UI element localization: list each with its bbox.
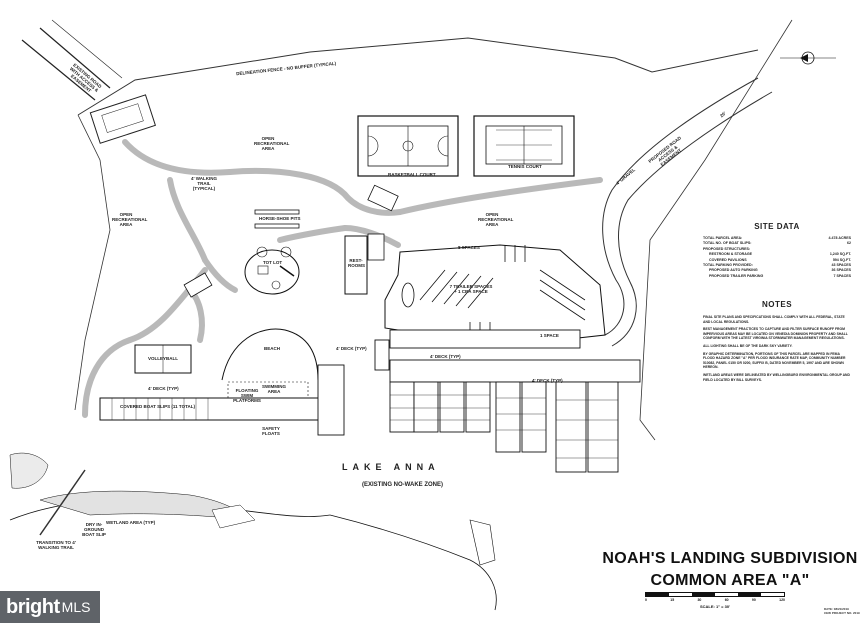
deck-label: 4' DECK (TYP) — [148, 386, 179, 391]
existing-shore-structure — [211, 504, 256, 529]
existing-road-edge — [51, 19, 123, 79]
scale-tick: 60 — [724, 598, 729, 602]
scale-tick: 30 — [697, 598, 702, 602]
walking-trail-label: 4' WALKING TRAIL (TYPICAL) — [190, 176, 218, 192]
spaces-label: 1 SPACE — [540, 333, 559, 338]
trailer-spaces-label: 7 TRAILER SPACES + 1 CBA SPACE — [449, 284, 493, 295]
parcel-boundary-east — [639, 19, 793, 441]
site-data-row: TOTAL NO. OF BOAT SLIPS:62 — [703, 241, 851, 246]
spaces-label: 8 SPACES — [458, 245, 480, 250]
north-arrow-icon — [780, 51, 836, 65]
title-line-1: NOAH'S LANDING SUBDIVISION — [602, 550, 858, 567]
drawing-stamp: DATE: 08/21/2019 CEW PROJECT NO. 2019 — [824, 607, 860, 615]
covered-boat-slips-label: COVERED BOAT SLIPS (11 TOTAL) — [120, 404, 196, 409]
shoreline — [329, 514, 497, 611]
logo-suffix: MLS — [61, 599, 91, 615]
scale-tick: 15 — [670, 598, 675, 602]
deck-label: 4' DECK (TYP) — [532, 378, 563, 383]
proposed-road — [602, 77, 759, 336]
no-wake-zone-label: (EXISTING NO-WAKE ZONE) — [362, 482, 443, 488]
scale-label: SCALE: 1" = 30' — [699, 604, 731, 609]
transition-label: TRANSITION TO 4' WALKING TRAIL — [36, 540, 76, 551]
note-item: ALL LIGHTING SHALL BE OF THE DARK SKY VA… — [703, 343, 793, 348]
boat-docks — [317, 329, 641, 473]
site-data-heading: SITE DATA — [754, 222, 800, 231]
basketball-court-label: BASKETBALL COURT — [388, 172, 436, 177]
entrance-pad — [89, 94, 157, 144]
storage-building — [367, 233, 385, 261]
site-data-row: TOTAL PARCEL AREA:4.478 ACRES — [703, 236, 851, 240]
scale-bar-graphic — [645, 592, 785, 597]
walking-trail — [82, 139, 603, 418]
scale-tick: 0 — [645, 598, 647, 602]
parcel-boundary-west — [74, 114, 111, 411]
parking-lot — [384, 244, 606, 341]
open-rec-area-label: OPEN RECREATIONAL AREA — [478, 212, 514, 228]
proposed-road — [611, 91, 773, 347]
tennis-court-label: TENNIS COURT — [508, 164, 542, 169]
existing-road-edge — [21, 39, 96, 101]
note-item: BEST MANAGEMENT PRACTICES TO CAPTURE AND… — [703, 327, 848, 341]
entrance-pad-inner — [101, 103, 144, 133]
open-rec-area-label: OPEN RECREATIONAL AREA — [112, 212, 148, 228]
swimming-area-label: SWIMMING AREA — [262, 384, 286, 395]
scale-tick: 90 — [751, 598, 756, 602]
tot-lot-label: TOT LOT — [263, 260, 283, 265]
floating-platforms-label: FLOATING SWIM PLATFORMS — [233, 388, 261, 404]
site-data-panel: SITE DATA TOTAL PARCEL AREA:4.478 ACRES … — [703, 222, 851, 279]
note-item: WETLAND AREAS WERE DELINEATED BY WELLING… — [703, 372, 850, 382]
boat-slip-label: DRY IN-GROUND BOAT SLIP — [82, 522, 106, 538]
notes-heading: NOTES — [761, 300, 793, 309]
horseshoe-pit — [254, 209, 300, 215]
site-data-row: PROPOSED STRUCTURES: — [703, 246, 751, 251]
site-data-row: TOTAL PARKING PROVIDED:43 SPACES — [703, 263, 851, 268]
volleyball-label: VOLLEYBALL — [148, 356, 178, 361]
bright-mls-logo: bright MLS — [0, 591, 100, 623]
restrooms-label: REST-ROOMS — [348, 258, 366, 269]
drawing-title: NOAH'S LANDING SUBDIVISION COMMON AREA "… — [600, 548, 860, 592]
wetland-area-label: WETLAND AREA (TYP) — [106, 520, 156, 525]
beach-label: BEACH — [264, 346, 281, 351]
existing-road-edge — [39, 27, 111, 89]
logo-brand: bright — [6, 595, 60, 618]
transition-trail — [39, 469, 86, 536]
horseshoe-pits-label: HORSE-SHOE PITS — [259, 216, 301, 221]
deck-label: 4' DECK (TYP) — [336, 346, 367, 351]
lake-name: LAKE ANNA — [342, 462, 440, 472]
pavilion — [367, 184, 399, 212]
horseshoe-pit — [254, 223, 300, 229]
parcel-boundary — [77, 37, 759, 116]
scale-bar: 0 15 30 60 90 120 SCALE: 1" = 30' — [645, 592, 785, 609]
dock-slips — [390, 394, 618, 459]
safety-floats-label: SAFETY FLOATS — [262, 426, 280, 437]
pavilion — [183, 272, 213, 298]
wetland-marsh — [9, 452, 49, 489]
beach — [221, 328, 319, 381]
note-item: FINAL SITE PLANS AND SPECIFICATIONS SHAL… — [703, 315, 845, 324]
notes-panel: NOTES FINAL SITE PLANS AND SPECIFICATION… — [703, 300, 851, 385]
title-line-2: COMMON AREA "A" — [650, 572, 810, 589]
existing-shore-structure — [469, 519, 496, 566]
deck-label: 4' DECK (TYP) — [430, 354, 461, 359]
scale-tick: 120 — [779, 598, 785, 602]
boardwalk-planks — [111, 398, 209, 420]
tot-lot — [244, 249, 300, 295]
open-rec-area-label: OPEN RECREATIONAL AREA — [254, 136, 290, 152]
restroom-building — [344, 235, 368, 295]
note-item: BY GRAPHIC DETERMINATION, PORTIONS OF TH… — [703, 351, 846, 370]
